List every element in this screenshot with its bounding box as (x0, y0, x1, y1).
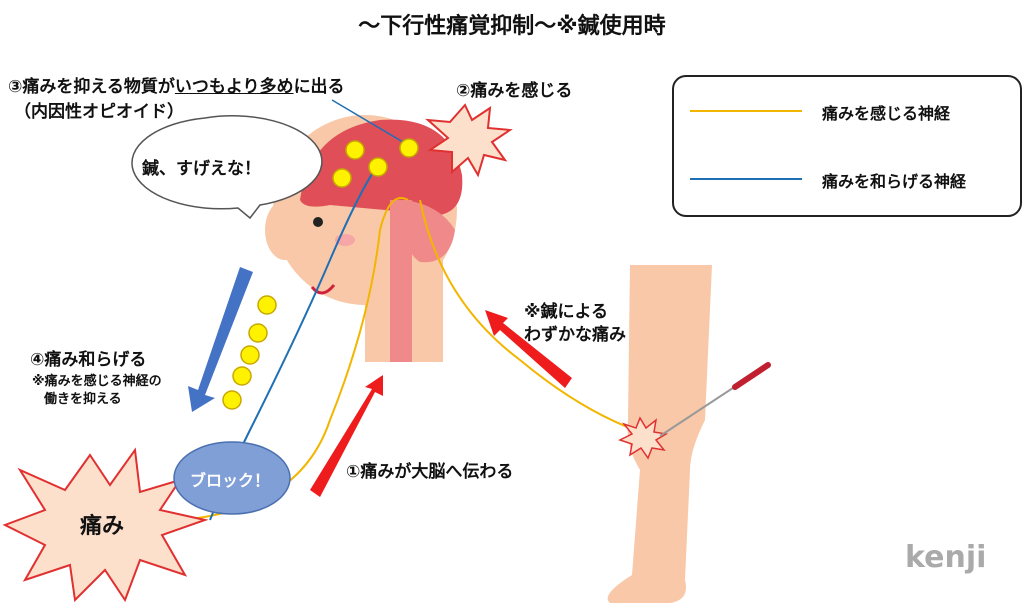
step3-sub: （内因性オピオイド） (14, 102, 184, 122)
legend-line-inhibitory-nerve (690, 178, 802, 180)
speech-bubble (131, 115, 323, 220)
legend: 痛みを感じる神経 痛みを和らげる神経 (672, 75, 1022, 217)
needle-handle (732, 362, 771, 390)
watermark: kenji (905, 540, 987, 575)
blue-arrow-down (188, 267, 253, 412)
page-title: 〜下行性痛覚抑制〜※鍼使用時 (358, 14, 666, 39)
speech-text: 鍼、すげえな！ (142, 159, 261, 179)
block-ellipse (173, 441, 291, 515)
pain-starburst-large (2, 447, 209, 603)
needle (659, 379, 746, 437)
step3-label: ③痛みを抑える物質がいつもより多めに出る (8, 72, 345, 97)
step4-label: ④痛み和らげる (30, 350, 147, 370)
pain-starburst-brain (425, 103, 513, 178)
red-arrow-up (310, 375, 383, 497)
step3-pre: ③痛みを抑える物質が (8, 77, 175, 97)
pointer-line (331, 99, 409, 146)
step2-label: ②痛みを感じる (456, 81, 573, 101)
legend-label-pain-nerve: 痛みを感じる神経 (822, 104, 951, 123)
pain-label: 痛み (80, 514, 125, 539)
legend-label-inhibitory-nerve: 痛みを和らげる神経 (822, 172, 967, 191)
red-arrow-left (485, 310, 572, 388)
step4-note-1: ※痛みを感じる神経の (32, 374, 162, 389)
step3-post: に出る (293, 77, 345, 97)
needle-note-2: わずかな痛み (524, 325, 626, 345)
step3-underlined: いつもより多め (174, 77, 294, 97)
block-label: ブロック！ (190, 471, 271, 490)
pain-nerve-leg (419, 199, 641, 433)
pain-starburst-knee (618, 416, 669, 460)
opioid-dots (222, 138, 419, 410)
step4-note-2: 働きを抑える (44, 392, 122, 407)
needle-note-1: ※鍼による (524, 302, 609, 322)
step1-label: ①痛みが大脳へ伝わる (346, 462, 514, 482)
legend-line-pain-nerve (690, 110, 802, 112)
